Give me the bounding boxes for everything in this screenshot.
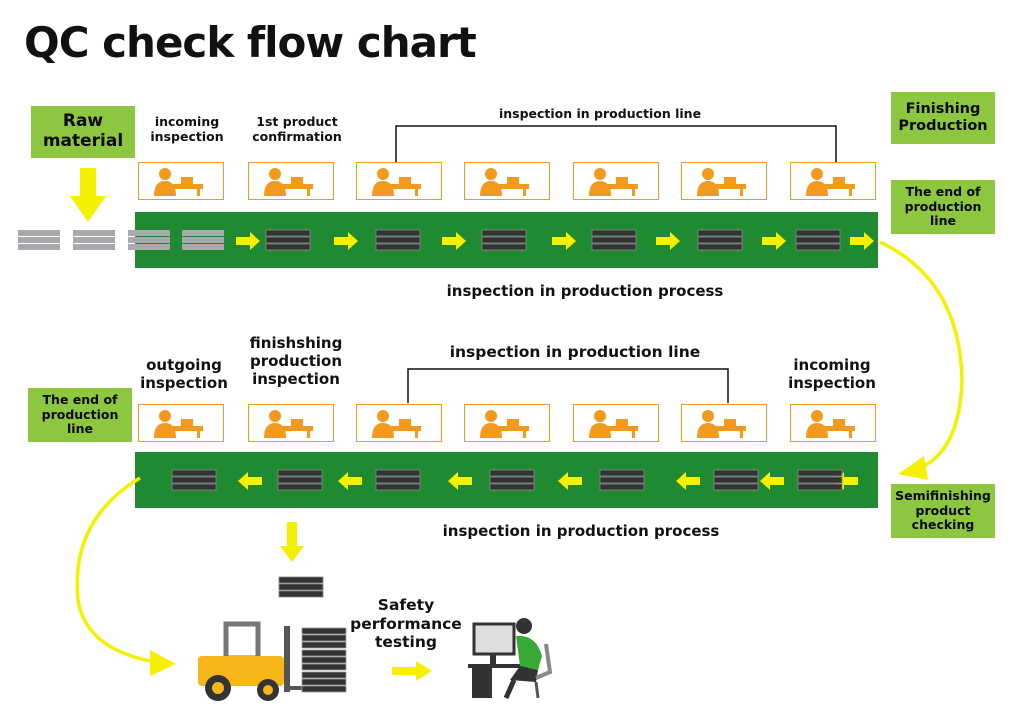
worker-icon bbox=[372, 410, 421, 438]
worker-icon bbox=[264, 168, 313, 196]
raw-material-box: Raw material bbox=[31, 106, 135, 158]
finishing-production-inspection-label: finishshing production inspection bbox=[249, 334, 343, 388]
bottom-process-label: inspection in production process bbox=[442, 522, 720, 540]
bottom-end-of-line-box: The end of production line bbox=[28, 388, 132, 442]
top-process-label: inspection in production process bbox=[446, 282, 724, 300]
top-line-bracket bbox=[395, 125, 837, 162]
tester-icon bbox=[468, 618, 553, 700]
finishing-production-label: Finishing Production bbox=[898, 101, 988, 134]
inspection-station bbox=[681, 404, 767, 442]
finishing-production-box: Finishing Production bbox=[891, 92, 995, 144]
worker-icon bbox=[154, 168, 203, 196]
bottom-incoming-inspection-label: incoming inspection bbox=[788, 356, 876, 392]
inspection-station bbox=[356, 404, 442, 442]
inspection-station bbox=[681, 162, 767, 200]
worker-icon bbox=[697, 410, 746, 438]
inspection-station bbox=[464, 404, 550, 442]
inspection-station bbox=[790, 404, 876, 442]
inspection-station bbox=[573, 162, 659, 200]
safety-testing-label: Safety performance testing bbox=[350, 596, 462, 652]
raw-down-arrow bbox=[70, 168, 106, 222]
first-product-confirmation-label: 1st product confirmation bbox=[252, 114, 342, 144]
inspection-station bbox=[464, 162, 550, 200]
inspection-station bbox=[356, 162, 442, 200]
inspection-station bbox=[248, 162, 334, 200]
right-arrow-to-testing bbox=[392, 661, 432, 681]
forklift-icon bbox=[198, 621, 347, 701]
bottom-end-of-line-label: The end of production line bbox=[41, 392, 119, 437]
top-line-label: inspection in production line bbox=[498, 106, 702, 121]
top-belt-flow bbox=[236, 229, 874, 251]
worker-icon bbox=[480, 168, 529, 196]
inspection-station bbox=[573, 404, 659, 442]
bottom-line-label: inspection in production line bbox=[449, 343, 701, 361]
worker-icon bbox=[589, 168, 638, 196]
semifinishing-label: Semifinishing product checking bbox=[895, 488, 991, 533]
raw-crates bbox=[18, 230, 224, 250]
top-end-of-line-box: The end of production line bbox=[891, 180, 995, 234]
top-incoming-inspection-label: incoming inspection bbox=[150, 114, 224, 144]
inspection-station bbox=[138, 162, 224, 200]
worker-icon bbox=[697, 168, 746, 196]
inspection-station bbox=[138, 404, 224, 442]
top-end-of-line-label: The end of production line bbox=[904, 184, 982, 229]
semifinishing-box: Semifinishing product checking bbox=[891, 484, 995, 538]
worker-icon bbox=[154, 410, 203, 438]
worker-icon bbox=[372, 168, 421, 196]
inspection-station bbox=[248, 404, 334, 442]
bottom-line-bracket bbox=[407, 368, 729, 403]
worker-icon bbox=[806, 410, 855, 438]
worker-icon bbox=[589, 410, 638, 438]
inspection-station bbox=[790, 162, 876, 200]
worker-icon bbox=[480, 410, 529, 438]
raw-material-label: Raw material bbox=[42, 111, 124, 151]
down-arrow-to-forklift bbox=[280, 522, 304, 562]
worker-icon bbox=[264, 410, 313, 438]
worker-icon bbox=[806, 168, 855, 196]
loaded-crate bbox=[278, 576, 324, 598]
bottom-belt-flow bbox=[171, 469, 858, 491]
outgoing-inspection-label: outgoing inspection bbox=[140, 356, 228, 392]
page-title: QC check flow chart bbox=[24, 18, 477, 67]
